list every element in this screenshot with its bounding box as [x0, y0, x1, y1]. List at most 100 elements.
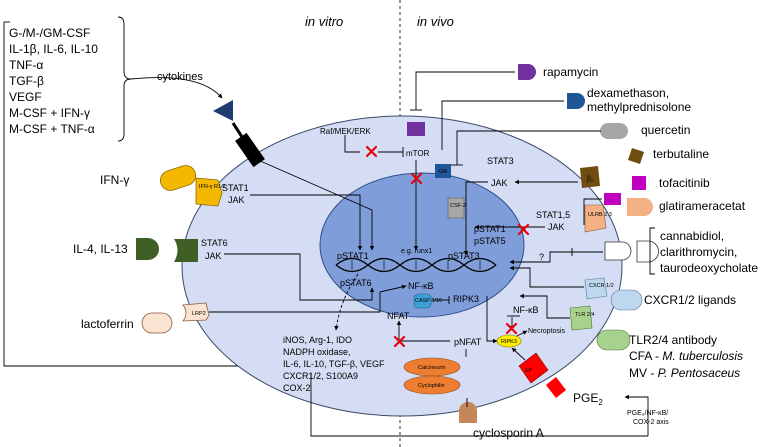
canna-label-3: taurodeoxycholate: [660, 261, 758, 275]
tofacitinib-ligand-icon: [632, 176, 646, 190]
pge2-label: PGE2: [573, 391, 603, 407]
necroptosis-label: Necroptosis: [528, 328, 565, 335]
products-list: iNOS, Arg-1, IDO NADPH oxidase, IL-6, IL…: [283, 335, 385, 393]
ripk3-cytoplasm-label: RIPK3: [501, 339, 517, 345]
cxcr-ligand-icon: [610, 289, 643, 311]
cyclosporin-label: cyclosporin A: [473, 426, 544, 440]
runx1-label: e.g. runx1: [401, 248, 432, 255]
tofacitinib-line: [583, 198, 602, 225]
csf2-label: CSF-2: [450, 203, 466, 209]
ep-receptor-icon: [518, 352, 549, 384]
pge2-axis-label-2: COX-2 axis: [633, 419, 669, 426]
dexa-line: [441, 100, 564, 150]
quercetin-ligand-icon: [600, 123, 628, 139]
cannabidiol-bracket: [649, 227, 655, 275]
ifn-gamma-label: IFN-γ: [100, 173, 129, 187]
glatiramer-ligand-icon: [627, 198, 653, 216]
cytokine-item: G-/M-/GM-CSF: [9, 26, 90, 40]
lrp2-to-nfkb-arrow: [379, 284, 407, 293]
pstat1-5-label-b: pSTAT5: [474, 236, 506, 246]
jak6-to-pstat6-arrow: [224, 253, 375, 301]
lrp2-receptor-icon: [182, 302, 210, 322]
raf-mek-erk-label: Raf/MEK/ERK: [320, 127, 371, 136]
stat15-label: STAT1,5: [536, 210, 570, 220]
ep-label: EP: [525, 368, 533, 374]
ep-to-ripk3-arrow: [511, 347, 526, 361]
cxcr-label: CXCR 1/2: [589, 283, 614, 289]
stat6-label: STAT6: [201, 238, 228, 248]
lrp2-label: LRP2: [192, 311, 206, 317]
cell-nucleus: [319, 172, 525, 318]
cxcr-to-nucleus-arrow: [509, 265, 584, 288]
terbutaline-ligand-icon: [628, 148, 644, 164]
jak1-to-pstat1-arrow: [250, 194, 363, 251]
dexa-label-1: dexamethason,: [587, 86, 669, 100]
stat1-label: STAT1: [222, 183, 249, 193]
cytokine-item: M-CSF + TNF-α: [9, 122, 95, 136]
tlr-label-2: CFA - M. tuberculosis: [629, 349, 743, 363]
beta2-receptor-icon: [580, 166, 600, 188]
beta2-label: β₂: [587, 176, 594, 183]
tlr-receptor-label: TLR 2/4: [575, 312, 595, 318]
product-item: iNOS, Arg-1, IDO: [283, 335, 352, 345]
cytokine-arrow: [130, 77, 223, 99]
cytokine-item: IL-1β, IL-6, IL-10: [9, 42, 98, 56]
cytokine-item: VEGF: [9, 90, 42, 104]
cytokine-item: TGF-β: [9, 74, 44, 88]
jak3-label: JAK: [491, 178, 508, 188]
terbutaline-label: terbutaline: [653, 147, 709, 161]
gr-label: GR: [439, 169, 447, 175]
inhibition-x-icon: [393, 335, 406, 348]
tlr-label-3: MV - P. Pentosaceus: [629, 366, 740, 380]
dexa-label-2: methylprednisolone: [587, 100, 691, 114]
stat3-label: STAT3: [487, 156, 514, 166]
necroptosis-arrow: [516, 330, 528, 337]
tlr-label-1: TLR2/4 antibody: [629, 333, 717, 347]
tlr-receptor-icon: [569, 305, 593, 331]
pge2-ligand-icon: [546, 377, 566, 398]
quercetin-line: [456, 130, 601, 165]
cxcr-ligands-label: CXCR1/2 ligands: [644, 293, 736, 307]
cas8-icon: [413, 293, 432, 309]
rapamycin-ligand-icon: [518, 64, 536, 80]
product-item: NADPH oxidase,: [283, 347, 351, 357]
cytokine-list: G-/M-/GM-CSF IL-1β, IL-6, IL-10 TNF-α TG…: [9, 26, 98, 136]
nfkb-cytoplasm-label: NF-κB: [513, 305, 539, 315]
cytokine-to-pstat1-arrow: [257, 159, 375, 251]
jak15-label: JAK: [548, 222, 565, 232]
tofacitinib-receptor-icon: [604, 193, 621, 205]
dexa-ligand-icon: [567, 93, 585, 109]
unknown-mechanism-label: ?: [539, 252, 544, 262]
pnfat-label: pNFAT: [454, 337, 482, 347]
tlr-to-nfkb-arrow: [519, 293, 570, 319]
cytokine-item: TNF-α: [9, 58, 43, 72]
csf2-icon: [447, 197, 465, 219]
jak6-label: JAK: [205, 251, 222, 261]
ripk3-to-cytoplasm-arrow: [486, 296, 498, 344]
lactoferrin-ligand-icon: [141, 312, 173, 334]
pstat1-5-label-a: pSTAT1: [474, 224, 506, 234]
canna-label-1: cannabidiol,: [660, 229, 724, 243]
pstat3-nucleus-label: pSTAT3: [448, 251, 480, 261]
ripk3-nucleus-label: RIPK3: [453, 294, 479, 304]
cyclosporin-ligand-icon: [459, 402, 477, 423]
tofacitinib-label: tofacitinib: [659, 176, 710, 190]
calcineurin-label: Calcineurin: [418, 365, 446, 371]
raf-inhibition-line: [344, 138, 360, 153]
cannabidiol-ligand-icon: [636, 240, 659, 263]
cytokines-label: cytokines: [157, 71, 203, 83]
inhibition-x-icon: [517, 223, 530, 236]
product-item: COX-2: [283, 383, 311, 393]
rapamycin-line: [415, 71, 515, 110]
il4-receptor-icon: [174, 239, 198, 262]
jak-to-pstat3-arrow: [463, 181, 488, 256]
rapamycin-label: rapamycin: [543, 65, 598, 79]
cytokine-receptor-stem: [231, 122, 246, 141]
quercetin-label: quercetin: [641, 123, 690, 137]
product-item: IL-6, IL-10, TGF-β, VEGF: [283, 359, 385, 369]
il4-label: IL-4, IL-13: [73, 242, 128, 256]
cytokine-item: M-CSF + IFN-γ: [9, 106, 90, 120]
pge2-axis-line: [310, 373, 648, 437]
nfkb-nucleus-label: NF-κB: [408, 281, 434, 291]
